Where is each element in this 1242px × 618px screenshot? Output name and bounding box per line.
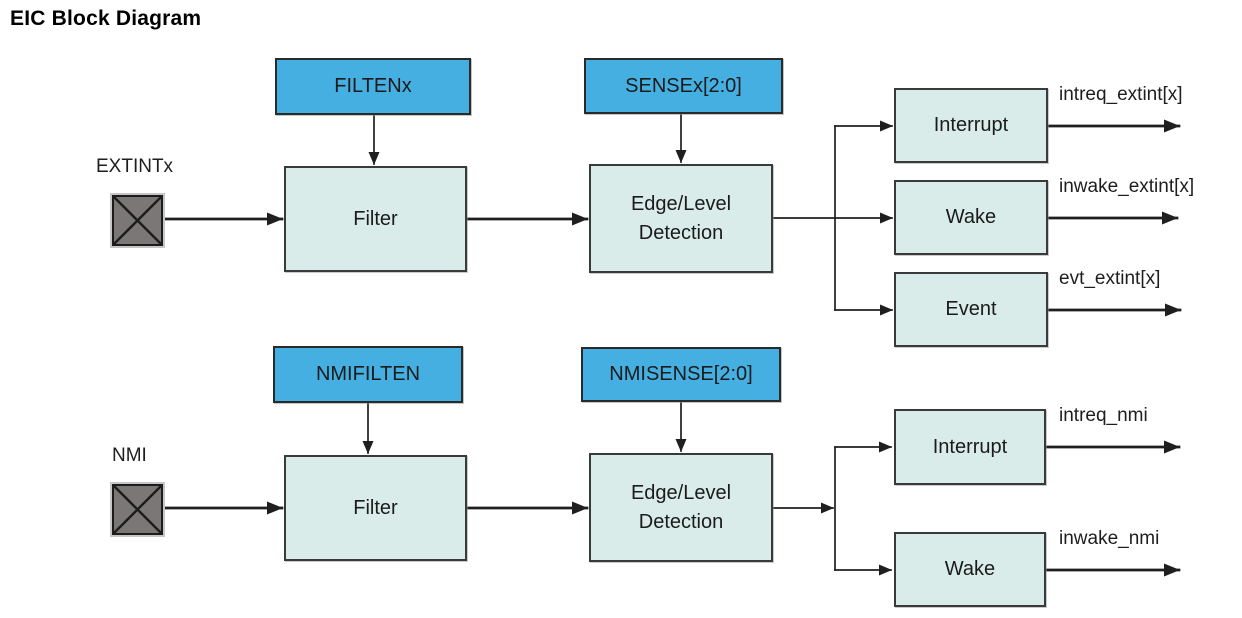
nmifilten-register-label: NMIFILTEN bbox=[315, 363, 421, 385]
edge-level-detection-block-nmi: Edge/Level Detection bbox=[589, 453, 773, 562]
page-title: EIC Block Diagram bbox=[10, 7, 202, 30]
wake-label: Wake bbox=[945, 206, 997, 228]
signal-label-evt-extint: evt_extint[x] bbox=[1059, 268, 1161, 289]
sensex-register-block: SENSEx[2:0] bbox=[584, 58, 783, 114]
filter-label: Filter bbox=[353, 496, 398, 519]
edge-level-detection-label: Edge/Level Detection bbox=[630, 481, 732, 533]
input-label-nmi: NMI bbox=[112, 445, 147, 466]
signal-label-inwake-nmi: inwake_nmi bbox=[1059, 528, 1160, 549]
signal-label-inwake-extint: inwake_extint[x] bbox=[1059, 176, 1195, 197]
edge-level-detection-label: Edge/Level Detection bbox=[630, 192, 732, 244]
nmi-pin-icon bbox=[112, 484, 163, 535]
event-block-extint: Event bbox=[894, 272, 1048, 347]
filter-block-extint: Filter bbox=[284, 166, 467, 272]
interrupt-label: Interrupt bbox=[932, 435, 1008, 458]
wake-label: Wake bbox=[944, 558, 996, 580]
wake-block-extint: Wake bbox=[894, 180, 1048, 255]
signal-label-intreq-extint: intreq_extint[x] bbox=[1059, 84, 1183, 105]
wake-block-nmi: Wake bbox=[894, 532, 1046, 607]
signal-label-intreq-nmi: intreq_nmi bbox=[1059, 405, 1148, 426]
filtenx-register-label: FILTENx bbox=[334, 75, 412, 97]
input-label-extintx: EXTINTx bbox=[96, 156, 174, 177]
edge-level-detection-block-extint: Edge/Level Detection bbox=[589, 164, 773, 273]
nmisense-register-block: NMISENSE[2:0] bbox=[581, 347, 781, 402]
sensex-register-label: SENSEx[2:0] bbox=[625, 74, 742, 97]
nmifilten-register-block: NMIFILTEN bbox=[273, 346, 463, 403]
interrupt-label: Interrupt bbox=[933, 114, 1009, 136]
extintx-pin-icon bbox=[112, 195, 163, 246]
filtenx-register-block: FILTENx bbox=[275, 58, 471, 115]
event-label: Event bbox=[945, 298, 997, 320]
filter-block-nmi: Filter bbox=[284, 455, 467, 561]
filter-label: Filter bbox=[353, 207, 398, 230]
nmisense-register-label: NMISENSE[2:0] bbox=[609, 363, 753, 385]
interrupt-block-extint: Interrupt bbox=[894, 88, 1048, 163]
interrupt-block-nmi: Interrupt bbox=[894, 409, 1046, 485]
